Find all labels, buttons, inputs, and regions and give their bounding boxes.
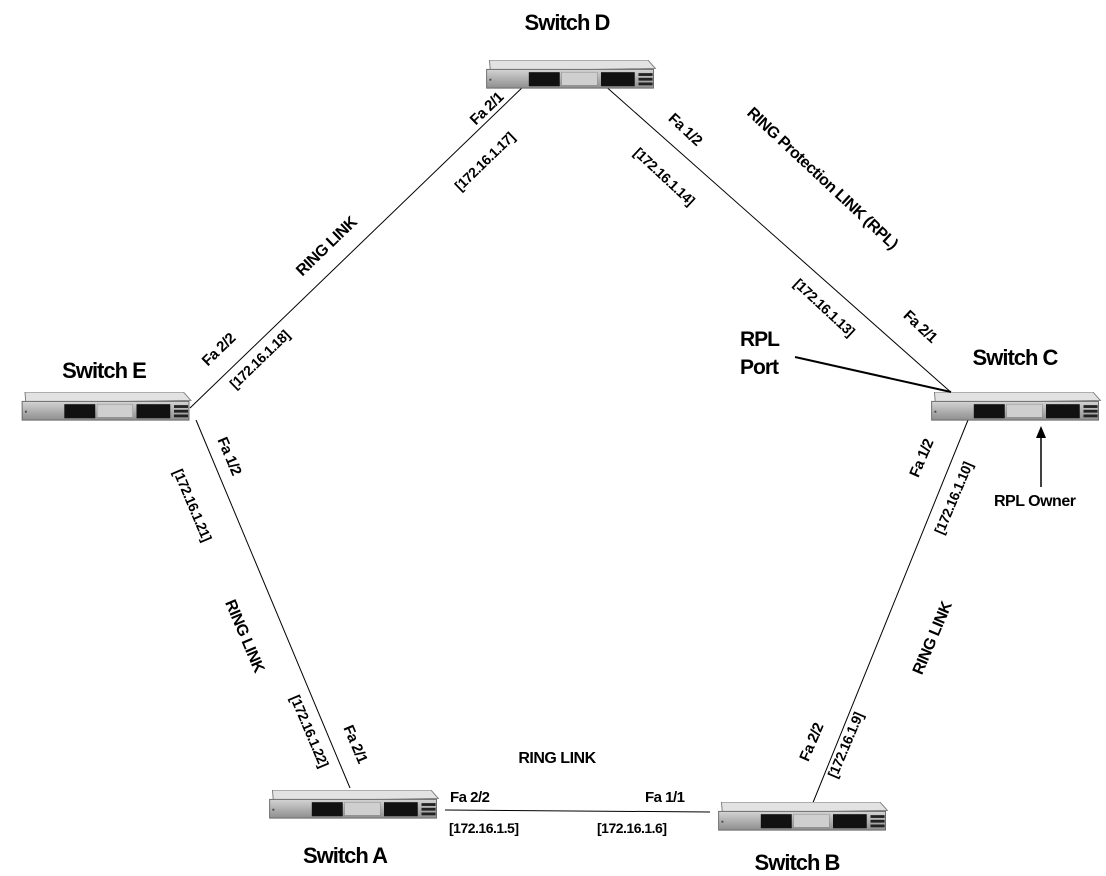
link-e-a-labels: Fa 1/2 [172.16.1.21] RING LINK [172.16.1… [170, 435, 371, 770]
port-c-fa12: Fa 1/2 [906, 437, 937, 480]
link-c-b-labels: Fa 1/2 [172.16.1.10] RING LINK Fa 2/2 [1… [796, 437, 975, 781]
rpl-port-label-line1: RPL [740, 328, 780, 351]
port-c-fa21: Fa 2/1 [900, 307, 941, 346]
switch-e: Switch E [21, 358, 192, 421]
link-e-a-label: RING LINK [221, 597, 267, 676]
ip-d-172-16-1-17: [172.16.1.17] [451, 129, 517, 194]
link-d-e-labels: RING LINK Fa 2/1 [172.16.1.17] Fa 2/2 [1… [199, 89, 518, 392]
link-a-b-line [444, 809, 711, 813]
link-a-b-labels: RING LINK Fa 2/2 [172.16.1.5] Fa 1/1 [17… [449, 750, 685, 836]
switch-a-label: Switch A [303, 843, 388, 868]
switch-c-label: Switch C [973, 345, 1059, 370]
rpl-owner-label: RPL Owner [994, 493, 1076, 510]
ip-b-172-16-1-9: [172.16.1.9] [824, 710, 866, 780]
port-a-fa21: Fa 2/1 [340, 723, 371, 766]
rpl-owner-arrowhead [1036, 426, 1046, 438]
switch-a: Switch A [269, 790, 439, 868]
link-c-b-line [811, 419, 969, 806]
link-c-b-label: RING LINK [910, 598, 956, 677]
link-d-e-line [189, 83, 527, 409]
port-a-fa22: Fa 2/2 [450, 789, 490, 806]
ring-links [189, 83, 969, 813]
ip-d-172-16-1-14: [172.16.1.14] [631, 144, 698, 208]
ip-c-172-16-1-13: [172.16.1.13] [791, 275, 858, 339]
switch-e-label: Switch E [62, 358, 146, 383]
link-d-e-label: RING LINK [293, 213, 361, 280]
ip-b-172-16-1-6: [172.16.1.6] [597, 820, 667, 836]
port-b-fa22: Fa 2/2 [796, 721, 827, 764]
switch-b: Switch B [718, 802, 888, 875]
switch-d: Switch D [486, 10, 656, 89]
ip-e-172-16-1-18: [172.16.1.18] [226, 327, 292, 392]
port-e-fa22: Fa 2/2 [199, 330, 239, 370]
switch-b-label: Switch B [755, 850, 840, 875]
rpl-owner-callout: RPL Owner [994, 426, 1076, 510]
link-a-b-label: RING LINK [518, 750, 596, 767]
ip-a-172-16-1-22: [172.16.1.22] [287, 693, 332, 770]
switch-d-label: Switch D [525, 10, 610, 35]
link-e-a-line [195, 419, 351, 789]
switch-c: Switch C [931, 345, 1101, 421]
rpl-port-callout: RPL Port [740, 328, 952, 393]
link-d-c-label: RING Protection LINK (RPL) [743, 104, 901, 253]
rpl-port-label-line2: Port [740, 356, 779, 379]
port-e-fa12: Fa 1/2 [214, 435, 245, 478]
ip-a-172-16-1-5: [172.16.1.5] [449, 820, 519, 836]
port-b-fa11: Fa 1/1 [645, 789, 685, 806]
link-d-c-line [602, 83, 955, 396]
rpl-port-pointer [794, 356, 952, 393]
ip-c-172-16-1-10: [172.16.1.10] [931, 460, 976, 537]
link-d-c-labels: RING Protection LINK (RPL) Fa 1/2 [172.1… [631, 104, 941, 346]
ip-e-172-16-1-21: [172.16.1.21] [170, 467, 215, 544]
